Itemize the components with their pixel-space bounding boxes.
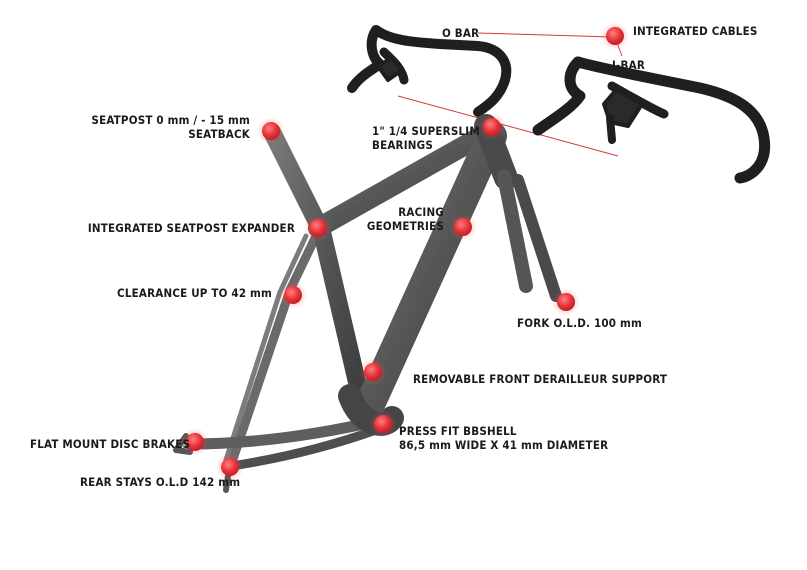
label-seatpost-line2: SEATBACK bbox=[188, 127, 250, 141]
label-bearings: 1" 1/4 SUPERSLIM BEARINGS bbox=[372, 124, 480, 152]
label-seatpost-line1: SEATPOST 0 mm / - 15 mm bbox=[91, 113, 250, 127]
marker-fork-old bbox=[552, 288, 580, 316]
label-fork-old: FORK O.L.D. 100 mm bbox=[517, 316, 642, 330]
j-bar-handlebar bbox=[532, 56, 771, 184]
marker-bbshell bbox=[369, 410, 397, 438]
leader-bars-bearing bbox=[397, 95, 619, 157]
label-seatpost-expander: INTEGRATED SEATPOST EXPANDER bbox=[87, 221, 295, 235]
label-racing-geometries: RACING GEOMETRIES bbox=[340, 205, 444, 233]
marker-integrated-cables bbox=[601, 22, 629, 50]
o-bar-handlebar bbox=[347, 25, 512, 117]
marker-front-derailleur bbox=[359, 358, 387, 386]
leader-obar-cables bbox=[477, 32, 613, 38]
label-clearance: CLEARANCE UP TO 42 mm bbox=[117, 286, 272, 300]
label-integrated-cables: INTEGRATED CABLES bbox=[633, 24, 758, 38]
label-j-bar: J-BAR bbox=[612, 58, 646, 72]
label-bbshell: PRESS FIT BBSHELL 86,5 mm WIDE X 41 mm D… bbox=[399, 424, 608, 452]
label-bearings-line1: 1" 1/4 SUPERSLIM bbox=[372, 124, 480, 138]
label-disc-brakes: FLAT MOUNT DISC BRAKES bbox=[30, 437, 191, 451]
marker-bearings bbox=[478, 113, 506, 141]
marker-clearance bbox=[279, 281, 307, 309]
marker-disc-brakes bbox=[181, 428, 209, 456]
label-racing-line1: RACING bbox=[398, 205, 444, 219]
markers bbox=[181, 22, 629, 481]
label-bbshell-line1: PRESS FIT BBSHELL bbox=[399, 424, 517, 438]
label-bearings-line2: BEARINGS bbox=[372, 138, 433, 152]
label-racing-line2: GEOMETRIES bbox=[366, 219, 444, 233]
label-front-derailleur: REMOVABLE FRONT DERAILLEUR SUPPORT bbox=[413, 372, 668, 386]
label-o-bar: O BAR bbox=[442, 26, 480, 40]
marker-seatpost-expander bbox=[304, 214, 332, 242]
label-bbshell-line2: 86,5 mm WIDE X 41 mm DIAMETER bbox=[399, 438, 609, 452]
label-seatpost: SEATPOST 0 mm / - 15 mm SEATBACK bbox=[40, 113, 250, 141]
marker-rear-stays bbox=[216, 453, 244, 481]
marker-racing-geometries bbox=[449, 213, 477, 241]
label-rear-stays: REAR STAYS O.L.D 142 mm bbox=[80, 475, 241, 489]
marker-seatpost bbox=[257, 117, 285, 145]
